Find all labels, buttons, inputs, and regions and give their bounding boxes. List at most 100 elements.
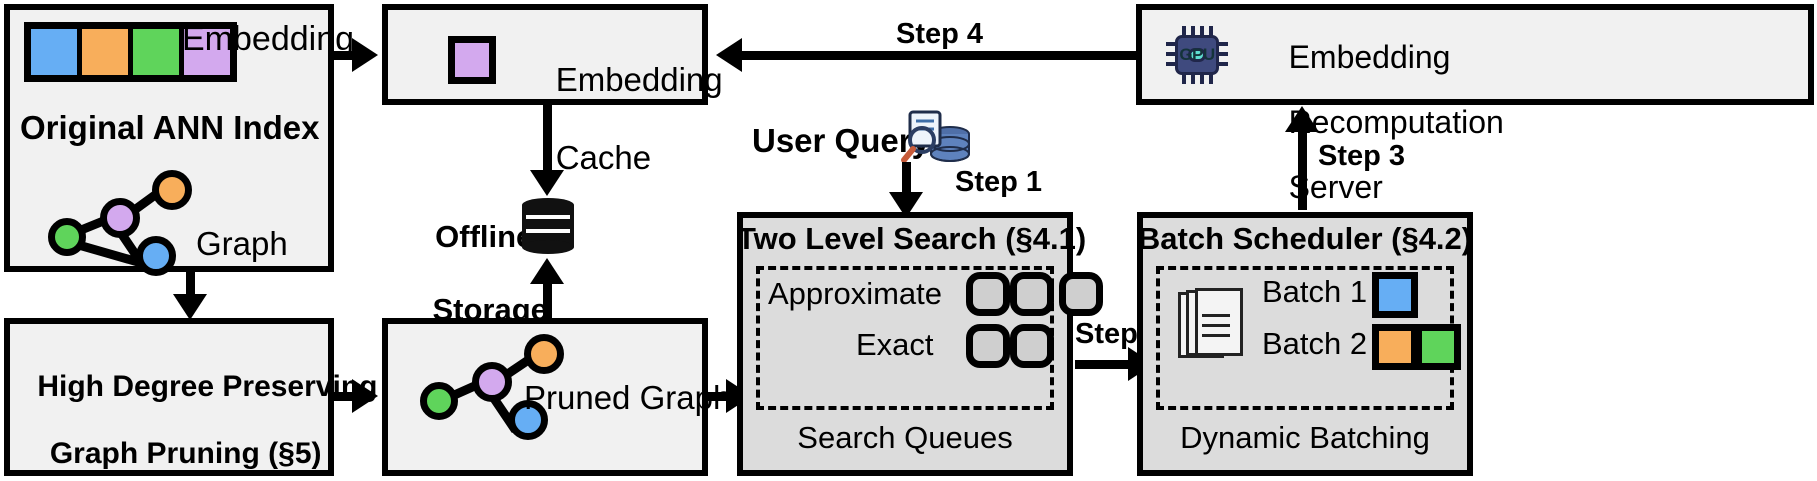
arrow-step3-head	[1285, 106, 1319, 132]
document-line	[1202, 324, 1230, 327]
batch1-item-blue	[1372, 272, 1418, 318]
chip-pin	[1182, 74, 1186, 84]
graph-node-green	[420, 382, 458, 420]
recomputation-server-box	[1136, 4, 1814, 105]
batch2-label: Batch 2	[1262, 326, 1368, 361]
approximate-queue-slot[interactable]	[1059, 272, 1103, 316]
chip-core: GPU	[1175, 35, 1219, 75]
document-page-front	[1195, 288, 1243, 356]
database-bottom-disc	[522, 240, 574, 254]
chip-pin	[1166, 62, 1176, 66]
graph-node-green	[48, 218, 86, 256]
arrow-index-to-cache-head	[352, 38, 378, 72]
embedding-swatch-strip	[24, 22, 237, 82]
arrow-index-to-pruning-shaft	[186, 272, 195, 296]
batch2-item-orange	[1372, 324, 1418, 370]
graph-pruning-box	[4, 318, 334, 476]
chip-pin	[1182, 26, 1186, 36]
embedding-cache-box	[382, 4, 708, 105]
pruned-graph-label: Pruned Graph	[524, 379, 732, 416]
approximate-queue-slot[interactable]	[966, 272, 1010, 316]
embedding-cache-title: Embedding Cache	[519, 22, 723, 217]
graph-node-blue	[136, 236, 176, 276]
graph-pruning-line2: Graph Pruning (§5)	[49, 436, 322, 470]
arrow-prunedgraph-to-storage-head	[530, 258, 564, 284]
graph-node-purple	[472, 362, 512, 402]
chip-pin	[1200, 74, 1204, 84]
document-line	[1202, 314, 1230, 317]
original-ann-index-title: Original ANN Index	[20, 109, 320, 146]
database-ring-gap	[526, 215, 570, 219]
recomputation-server-line3: Server	[1288, 169, 1383, 206]
graph-pruning-line1: High Degree Preserving	[37, 369, 378, 403]
pruned-graph-graph	[410, 330, 564, 450]
offline-storage-line1: Offline	[435, 218, 534, 254]
search-queues-footer: Search Queues	[797, 420, 1013, 455]
exact-queue-slot[interactable]	[1010, 324, 1054, 368]
graph-label: Graph	[196, 225, 288, 262]
chip-pin	[1166, 52, 1176, 56]
exact-queue-slot[interactable]	[966, 324, 1010, 368]
chip-gpu-label: GPU	[1179, 45, 1215, 64]
chip-pin	[1218, 42, 1228, 46]
dynamic-batching-footer: Dynamic Batching	[1180, 420, 1430, 455]
chip-pin	[1191, 26, 1195, 36]
embedding-swatch-blue	[31, 29, 82, 75]
arrow-step1-shaft	[902, 162, 911, 198]
arrow-step3-shaft	[1298, 130, 1307, 210]
offline-storage-label: Offline Storage	[398, 182, 547, 365]
database-ring-gap	[526, 229, 570, 233]
arrow-step4-head	[716, 38, 742, 72]
chip-pin	[1218, 62, 1228, 66]
arrow-step4-shaft	[742, 51, 1136, 60]
recomputation-server-line2: Recomputation	[1288, 103, 1504, 140]
embedding-cache-line2: Cache	[555, 138, 652, 176]
two-level-search-title: Two Level Search (§4.1)	[737, 221, 1087, 256]
graph-node-blue	[508, 400, 548, 440]
arrow-prunedgraph-to-storage-shaft	[543, 282, 552, 322]
chip-pin	[1200, 26, 1204, 36]
chip-pin	[1209, 74, 1213, 84]
approximate-label: Approximate	[768, 276, 943, 311]
chip-pin	[1218, 52, 1228, 56]
chip-pin	[1209, 26, 1213, 36]
step1-label: Step 1	[955, 166, 1043, 198]
arrow-cache-to-storage-head	[530, 170, 564, 196]
recomputation-server-line1: Embedding	[1288, 38, 1451, 75]
chip-gpu-label-plate: GPU	[1179, 45, 1215, 64]
arrow-pruning-to-prunedgraph-shaft	[334, 392, 358, 401]
exact-label: Exact	[856, 327, 934, 362]
gpu-chip-icon: GPU	[1166, 26, 1228, 84]
embedding-label: Embedding	[182, 20, 355, 58]
embedding-cache-swatch	[448, 36, 496, 84]
embedding-cache-line1: Embedding	[555, 60, 723, 98]
arrow-pruning-to-prunedgraph-head	[352, 379, 378, 413]
arrow-step2-shaft	[1075, 360, 1137, 369]
batch2-item-green	[1415, 324, 1461, 370]
chip-pin	[1166, 42, 1176, 46]
embedding-swatch-purple	[184, 29, 230, 75]
graph-node-orange	[524, 334, 564, 374]
step4-label: Step 4	[896, 18, 984, 50]
recomputation-server-title: Embedding Recomputation Server	[1253, 8, 1504, 236]
graph-pruning-title: High Degree Preserving Graph Pruning (§5…	[4, 336, 377, 481]
embedding-swatch-green	[133, 29, 184, 75]
arrow-prunedgraph-to-search-shaft	[708, 392, 732, 401]
step3-label: Step 3	[1318, 140, 1406, 172]
embedding-swatch-orange	[82, 29, 133, 75]
arrow-index-to-pruning-head	[173, 294, 207, 320]
document-line	[1202, 334, 1230, 337]
documents-icon	[1178, 288, 1243, 364]
original-index-graph	[40, 168, 192, 276]
arrow-cache-to-storage-shaft	[543, 105, 552, 173]
graph-node-orange	[152, 170, 192, 210]
graph-node-purple	[100, 198, 140, 238]
batch-scheduler-title: Batch Scheduler (§4.2)	[1137, 221, 1473, 256]
chip-pin	[1191, 74, 1195, 84]
arrow-index-to-cache-shaft	[334, 51, 356, 60]
batch1-label: Batch 1	[1262, 274, 1368, 309]
magnifier-database-icon	[901, 110, 970, 163]
approximate-queue-slot[interactable]	[1010, 272, 1054, 316]
database-icon	[522, 198, 574, 254]
